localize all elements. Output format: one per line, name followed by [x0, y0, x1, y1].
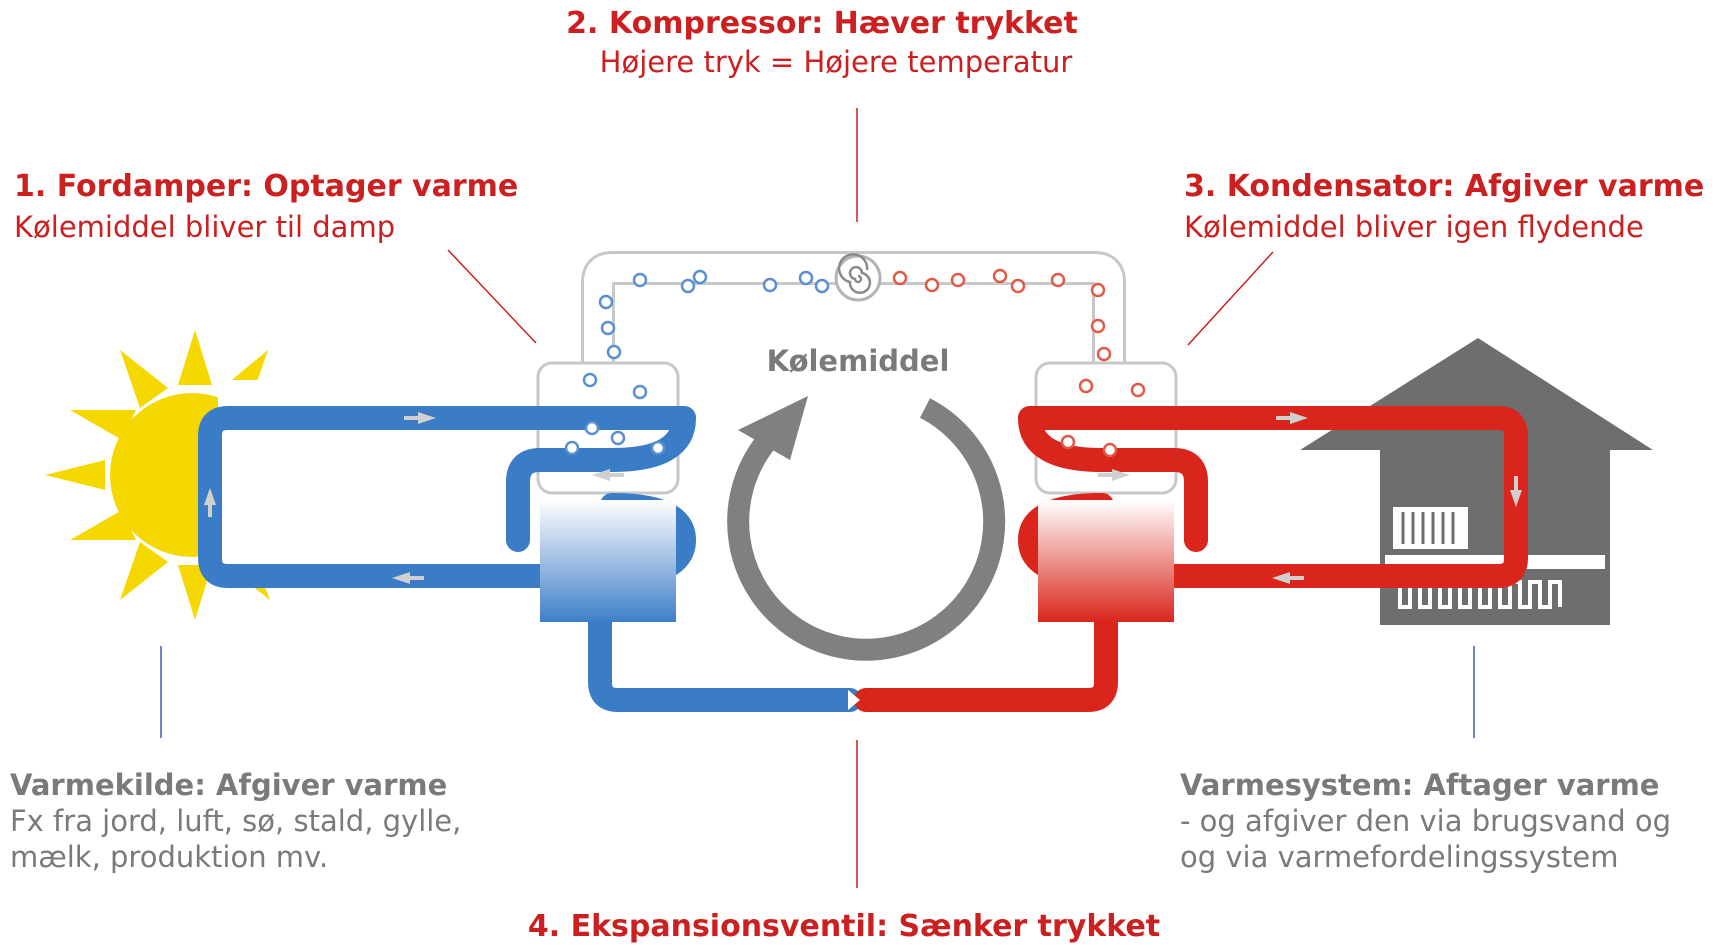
heat-source-title: Varmekilde: Afgiver varme [10, 768, 448, 802]
floor-heating-icon [1398, 580, 1562, 609]
heat-source-line2: mælk, produktion mv. [10, 840, 329, 874]
vapor-bubbles-cold [564, 269, 830, 456]
condenser-subtitle: Kølemiddel bliver igen flydende [1184, 210, 1644, 244]
vapor-bubbles-hot [892, 268, 1146, 458]
refrigerant-label: Kølemiddel [766, 344, 950, 378]
evaporator-box [540, 500, 676, 622]
heat-system-line1: - og afgiver den via brugsvand og [1180, 804, 1672, 838]
compressor-subtitle: Højere tryk = Højere temperatur [599, 45, 1073, 79]
expansion-title: 4. Ekspansionsventil: Sænker trykket [527, 909, 1161, 944]
leader-lines [160, 108, 1475, 888]
condenser-title: 3. Kondensator: Afgiver varme [1184, 169, 1705, 204]
heat-system-line2: og via varmefordelingssystem [1180, 840, 1619, 874]
compressor-title: 2. Kompressor: Hæver trykket [566, 6, 1078, 41]
expansion-valve [848, 690, 860, 710]
heat-system-title: Varmesystem: Aftager varme [1180, 768, 1660, 802]
radiator-icon [1393, 507, 1468, 549]
compressor-icon [834, 253, 882, 302]
evaporator-subtitle: Kølemiddel bliver til damp [14, 210, 396, 244]
cycle-arrow-icon [727, 396, 1006, 661]
evaporator-title: 1. Fordamper: Optager varme [14, 169, 519, 204]
heat-source-line1: Fx fra jord, luft, sø, stald, gylle, [10, 804, 462, 838]
condenser-box [1038, 500, 1174, 622]
